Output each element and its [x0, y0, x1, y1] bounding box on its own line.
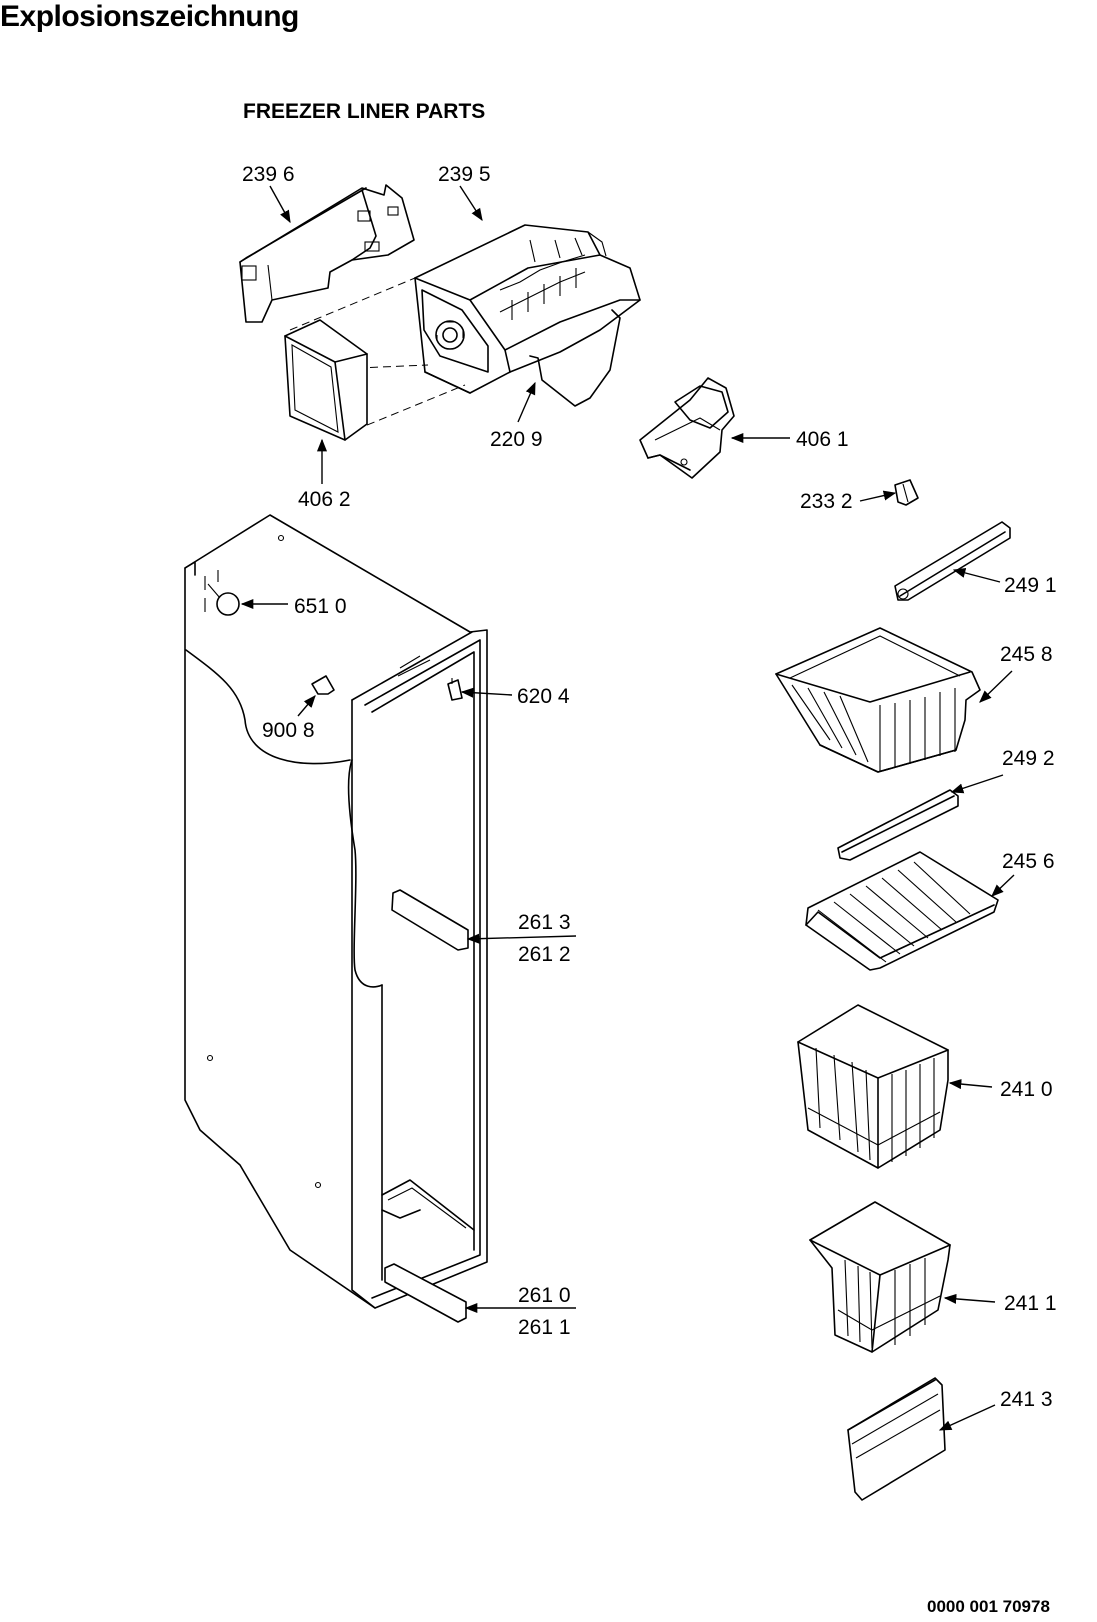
callout-label-261-3: 261 3: [518, 911, 571, 934]
callout-label-620-4: 620 4: [517, 685, 570, 708]
callout-label-239-5: 239 5: [438, 163, 491, 186]
callout-label-239-6: 239 6: [242, 163, 295, 186]
part-rail-261-0: [384, 1263, 467, 1323]
part-ice-chute-406-1: [639, 377, 735, 479]
part-freezer-liner: [184, 514, 488, 1309]
callout-label-651-0: 651 0: [294, 595, 347, 618]
section-title: FREEZER LINER PARTS: [243, 100, 486, 123]
part-ice-bin-406-2: [284, 319, 368, 441]
callout-label-233-2: 233 2: [800, 490, 853, 513]
part-basket-241-0: [797, 1004, 949, 1169]
part-icemaker-239-5: [414, 224, 641, 394]
callout-label-241-3: 241 3: [1000, 1388, 1053, 1411]
part-switch-620-4: [447, 678, 463, 701]
part-clip-233-2: [894, 479, 919, 506]
part-wire-arm-220-9: [529, 309, 621, 407]
callout-label-220-9: 220 9: [490, 428, 543, 451]
callout-label-261-1: 261 1: [518, 1316, 571, 1339]
callout-label-249-2: 249 2: [1002, 747, 1055, 770]
callout-label-261-2: 261 2: [518, 943, 571, 966]
part-rail-249-2: [837, 789, 959, 861]
callout-label-241-0: 241 0: [1000, 1078, 1053, 1101]
page-title: Explosionszeichnung: [0, 0, 299, 33]
part-rail-261-3: [391, 889, 469, 951]
callout-label-406-1: 406 1: [796, 428, 849, 451]
part-basket-241-1: [809, 1201, 951, 1353]
document-number: 0000 001 70978: [927, 1597, 1050, 1616]
part-rail-249-1: [894, 521, 1011, 601]
part-cover-241-3: [847, 1377, 946, 1501]
part-lamp-651-0: [207, 583, 240, 616]
part-clip-900-8: [311, 675, 335, 695]
part-basket-245-8: [775, 627, 981, 773]
callout-label-241-1: 241 1: [1004, 1292, 1057, 1315]
callout-label-249-1: 249 1: [1004, 574, 1057, 597]
part-shelf-245-6: [805, 851, 999, 971]
callout-label-406-2: 406 2: [298, 488, 351, 511]
part-bracket-239-6: [239, 184, 415, 323]
callout-label-261-0: 261 0: [518, 1284, 571, 1307]
callout-label-245-8: 245 8: [1000, 643, 1053, 666]
leader-lines: [240, 185, 1015, 1431]
assembly-guide-lines: [289, 277, 466, 431]
callout-label-900-8: 900 8: [262, 719, 315, 742]
callout-labels: 239 6 239 5 220 9 406 1 406 2 233 2 249 1 651 0…: [242, 163, 1057, 1411]
callout-label-245-6: 245 6: [1002, 850, 1055, 873]
